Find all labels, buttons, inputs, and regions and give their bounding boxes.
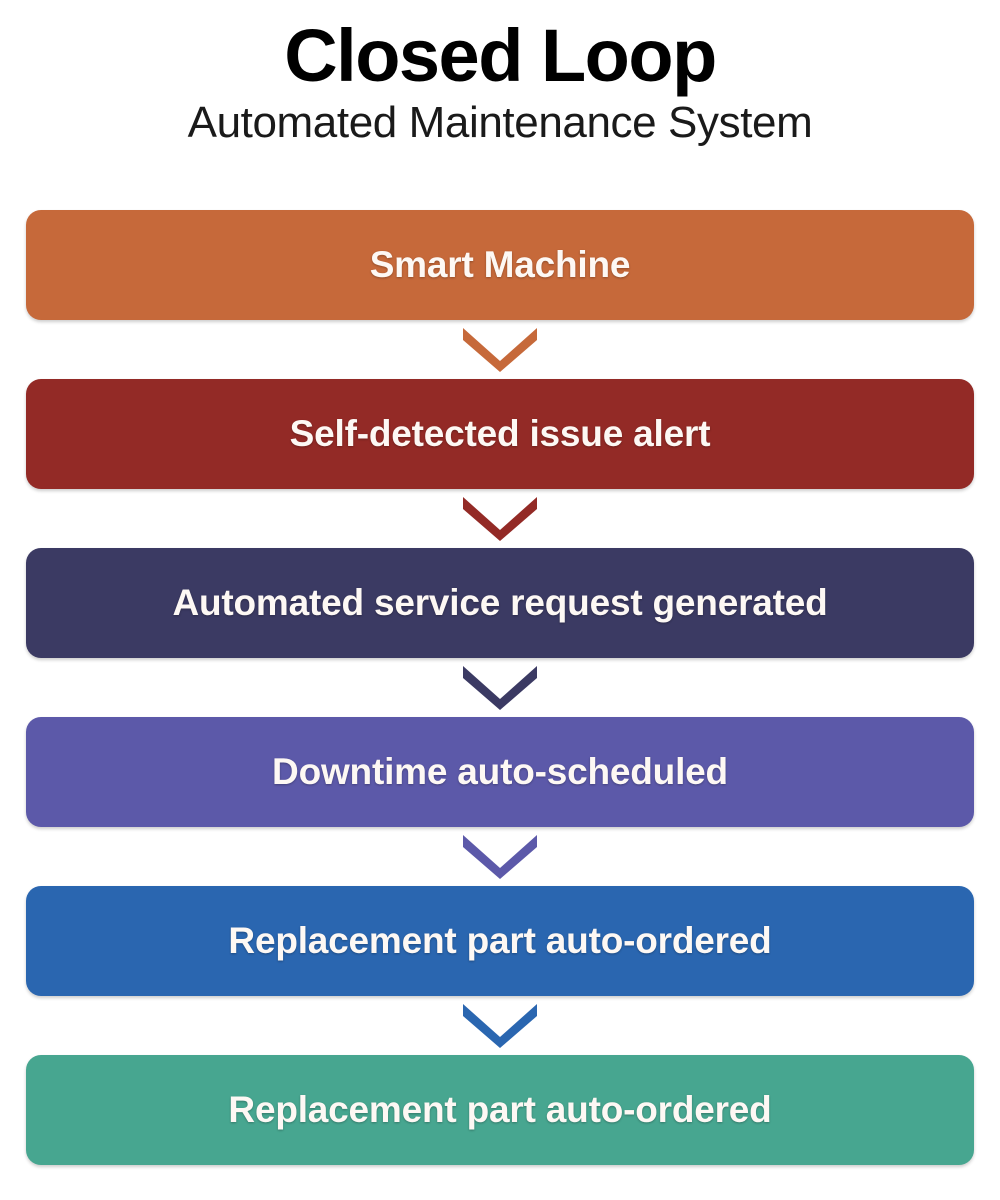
flow-step-2-label: Self-detected issue alert	[289, 412, 711, 454]
flow-step-6-label: Replacement part auto-ordered	[228, 1088, 772, 1130]
flow-step-5-wrapper: Replacement part auto-ordered	[26, 886, 974, 996]
header: Closed Loop Automated Maintenance System	[0, 0, 1000, 149]
flow-step-2-wrapper: Self-detected issue alert	[26, 379, 974, 489]
connector-3-to-4	[26, 658, 974, 717]
flow-step-4-label: Downtime auto-scheduled	[272, 750, 728, 792]
connector-2-to-3	[26, 489, 974, 548]
chevron-down-icon	[463, 496, 537, 541]
flow-step-3-wrapper: Automated service request generated	[26, 548, 974, 658]
flow-step-2[interactable]: Self-detected issue alert	[26, 379, 974, 489]
chevron-down-icon	[463, 665, 537, 710]
page-title: Closed Loop	[284, 14, 717, 97]
connector-4-to-5	[26, 827, 974, 886]
chevron-down-icon	[463, 327, 537, 372]
flow-step-1[interactable]: Smart Machine	[26, 210, 974, 320]
chevron-down-icon	[463, 1003, 537, 1048]
flow-step-3[interactable]: Automated service request generated	[26, 548, 974, 658]
flow-step-3-label: Automated service request generated	[172, 581, 828, 623]
flow-step-5-label: Replacement part auto-ordered	[228, 919, 772, 961]
page-subtitle: Automated Maintenance System	[187, 98, 813, 148]
flow-step-4[interactable]: Downtime auto-scheduled	[26, 717, 974, 827]
flow-step-5[interactable]: Replacement part auto-ordered	[26, 886, 974, 996]
flow-step-6-wrapper: Replacement part auto-ordered	[26, 1055, 974, 1165]
flow-step-1-wrapper: Smart Machine	[26, 210, 974, 320]
flow-diagram: Smart Machine Self-detected issue alert …	[26, 210, 974, 1165]
flow-step-6[interactable]: Replacement part auto-ordered	[26, 1055, 974, 1165]
flow-step-4-wrapper: Downtime auto-scheduled	[26, 717, 974, 827]
chevron-down-icon	[463, 834, 537, 879]
flow-step-1-label: Smart Machine	[369, 243, 631, 285]
connector-1-to-2	[26, 320, 974, 379]
connector-5-to-6	[26, 996, 974, 1055]
